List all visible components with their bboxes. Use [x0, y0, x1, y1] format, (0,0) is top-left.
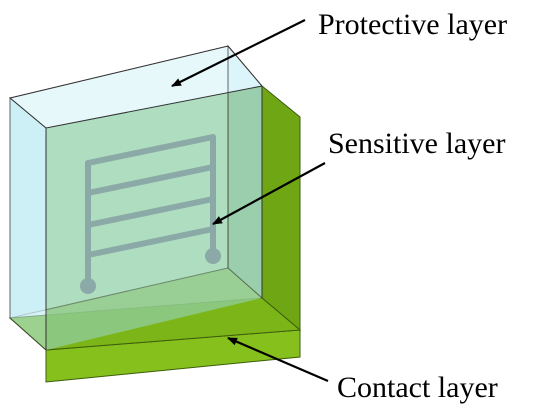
protective-layer-top [227, 44, 263, 300]
electrode-finger [85, 196, 216, 228]
sensitive-arrow [212, 162, 326, 225]
electrode-terminal-right [205, 248, 221, 264]
protective-arrow [171, 19, 306, 87]
electrode-terminal-left [80, 278, 96, 294]
callout-arrows [171, 19, 329, 383]
sensitive-layer-label: Sensitive layer [328, 127, 505, 160]
contact-arrow [227, 336, 329, 383]
protective-layer-corner-bottom [9, 96, 47, 352]
electrode-finger [85, 134, 216, 166]
electrode-finger [85, 164, 216, 196]
sensitive-layer-panel [46, 86, 262, 350]
protective-layer-label: Protective layer [318, 8, 507, 41]
contact-layer-side-face [261, 84, 301, 332]
contact-layer-label: Contact layer [337, 371, 498, 404]
electrode-finger [85, 226, 216, 258]
protective-layer [8, 44, 263, 352]
electrode-pattern [80, 134, 221, 294]
